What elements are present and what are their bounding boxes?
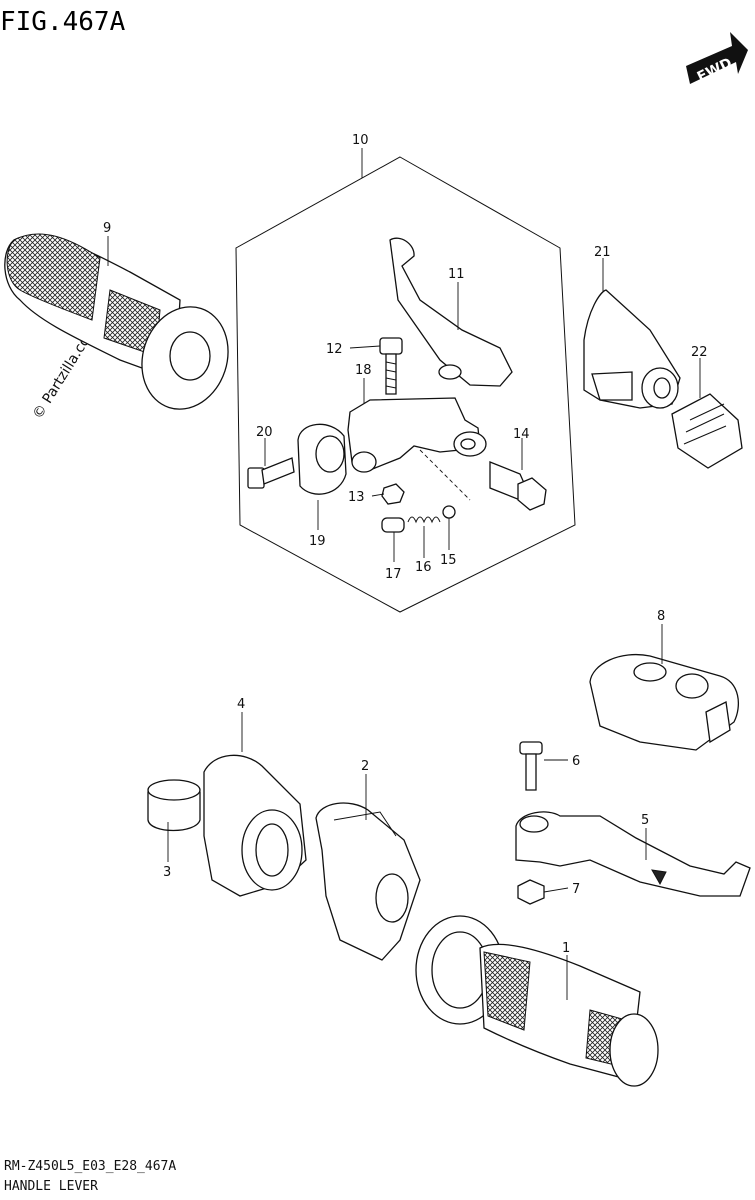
callout-5: 5 bbox=[641, 813, 649, 860]
svg-text:7: 7 bbox=[572, 882, 580, 897]
part-14-adjuster bbox=[489, 461, 547, 511]
svg-text:9: 9 bbox=[103, 221, 111, 236]
callout-3: 3 bbox=[163, 822, 171, 880]
svg-text:12: 12 bbox=[326, 342, 343, 357]
callout-9: 9 bbox=[103, 221, 111, 266]
svg-text:1: 1 bbox=[562, 941, 570, 956]
part-4-throttle-cover bbox=[203, 754, 307, 897]
callout-15: 15 bbox=[440, 518, 457, 568]
part-8-switch-housing bbox=[589, 654, 740, 751]
part-17-pin bbox=[381, 517, 405, 533]
svg-text:6: 6 bbox=[572, 754, 580, 769]
svg-text:19: 19 bbox=[309, 534, 326, 549]
svg-text:16: 16 bbox=[415, 560, 432, 575]
part-11-clutch-lever bbox=[389, 237, 513, 387]
svg-text:21: 21 bbox=[594, 245, 611, 260]
callout-22: 22 bbox=[691, 345, 708, 398]
svg-text:4: 4 bbox=[237, 697, 245, 712]
callout-7: 7 bbox=[543, 882, 580, 897]
footer-name: HANDLE LEVER bbox=[4, 1179, 98, 1194]
part-15-ball bbox=[442, 505, 456, 519]
part-16-spring bbox=[407, 516, 441, 524]
callout-12: 12 bbox=[326, 342, 381, 357]
part-1-right-grip bbox=[415, 915, 659, 1087]
callout-10: 10 bbox=[352, 133, 369, 178]
svg-text:18: 18 bbox=[355, 363, 372, 378]
svg-text:15: 15 bbox=[440, 553, 457, 568]
callout-6: 6 bbox=[544, 754, 580, 769]
callout-20: 20 bbox=[256, 425, 273, 466]
svg-text:3: 3 bbox=[163, 865, 171, 880]
part-9-left-grip bbox=[4, 233, 229, 410]
svg-text:20: 20 bbox=[256, 425, 273, 440]
svg-text:2: 2 bbox=[361, 759, 369, 774]
part-20-bolt bbox=[247, 457, 295, 489]
part-19-clamp bbox=[297, 423, 347, 495]
callout-2: 2 bbox=[361, 759, 369, 820]
svg-text:14: 14 bbox=[513, 427, 530, 442]
svg-text:5: 5 bbox=[641, 813, 649, 828]
part-5-brake-lever bbox=[515, 811, 751, 897]
callout-17: 17 bbox=[385, 532, 402, 582]
callout-19: 19 bbox=[309, 500, 326, 549]
assembly-hint-line bbox=[419, 449, 471, 501]
part-6-bolt bbox=[519, 741, 543, 791]
part-21-boot bbox=[583, 289, 681, 409]
figure-title: FIG.467A bbox=[0, 7, 126, 37]
callout-11: 11 bbox=[448, 267, 465, 330]
svg-text:10: 10 bbox=[352, 133, 369, 148]
callout-21: 21 bbox=[594, 245, 611, 292]
part-7-nut bbox=[517, 879, 545, 905]
part-12-bolt bbox=[379, 337, 403, 395]
callout-8: 8 bbox=[657, 609, 665, 664]
part-18-lever-holder bbox=[347, 397, 487, 473]
svg-text:11: 11 bbox=[448, 267, 465, 282]
part-22-adjuster-nut bbox=[671, 393, 743, 469]
footer-code: RM-Z450L5_E03_E28_467A bbox=[4, 1159, 176, 1174]
svg-text:17: 17 bbox=[385, 567, 402, 582]
callout-18: 18 bbox=[355, 363, 372, 404]
callout-13: 13 bbox=[348, 490, 385, 505]
svg-text:8: 8 bbox=[657, 609, 665, 624]
assembly-outline bbox=[235, 156, 576, 613]
svg-text:22: 22 bbox=[691, 345, 708, 360]
callout-16: 16 bbox=[415, 526, 432, 575]
callout-4: 4 bbox=[237, 697, 245, 752]
svg-text:13: 13 bbox=[348, 490, 365, 505]
callout-14: 14 bbox=[513, 427, 530, 470]
callout-1: 1 bbox=[562, 941, 570, 1000]
part-3-sleeve bbox=[147, 779, 201, 832]
fwd-arrow-icon: FWD bbox=[686, 32, 748, 86]
part-13-nut bbox=[381, 483, 405, 505]
part-2-throttle-housing bbox=[315, 802, 421, 961]
